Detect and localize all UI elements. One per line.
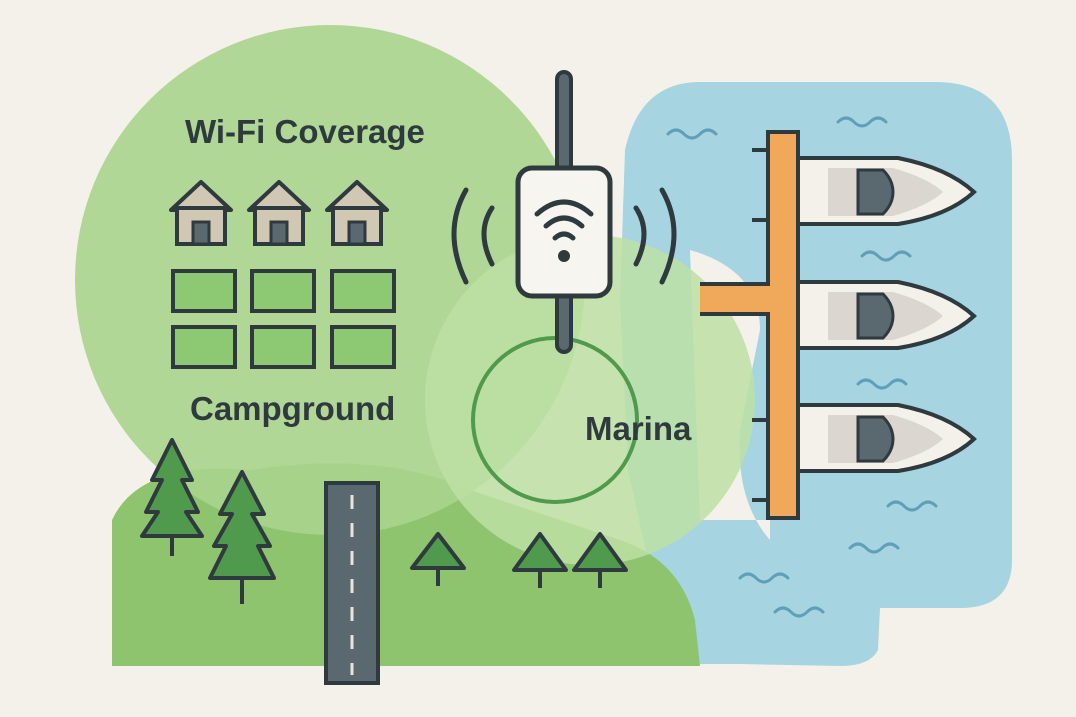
wifi-symbol-icon [534, 199, 594, 241]
cabin-icon [247, 180, 311, 246]
signal-wave-icon [451, 187, 677, 285]
campground-label: Campground [190, 390, 395, 427]
water-ripples [666, 116, 938, 618]
boat-icon [796, 403, 977, 473]
campsite-plot-icon [250, 269, 316, 313]
marina-label: Marina [585, 410, 692, 447]
marina-coverage-area [425, 235, 755, 565]
dock-icon [700, 130, 800, 520]
pine-tree-icon [208, 470, 276, 604]
wifi-router-icon [515, 70, 613, 354]
pine-tree-icon [140, 438, 204, 556]
road-icon [324, 481, 380, 685]
campsite-plot-icon [330, 325, 396, 369]
cabin-icon [325, 180, 389, 246]
pine-tree-icon [410, 532, 466, 586]
cabin-icon [169, 180, 233, 246]
campsite-plot-icon [171, 269, 237, 313]
boat-icon [796, 280, 977, 350]
wifi-coverage-label: Wi-Fi Coverage [185, 113, 425, 150]
pine-tree-icon [512, 532, 568, 588]
campsite-plot-icon [250, 325, 316, 369]
campsite-plot-icon [171, 325, 237, 369]
campsite-plots [171, 269, 396, 369]
boat-icon [796, 156, 977, 226]
pine-tree-icon [572, 532, 628, 588]
campsite-plot-icon [330, 269, 396, 313]
